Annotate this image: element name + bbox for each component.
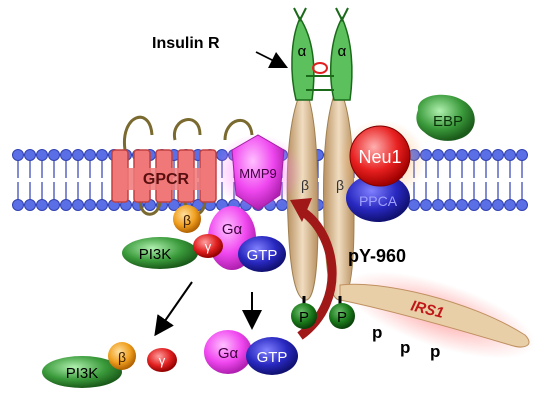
lipid-head — [96, 199, 108, 211]
lipid-head — [12, 199, 24, 211]
released-galpha-label: Gα — [218, 345, 239, 362]
lipid-head — [36, 149, 48, 161]
p-label-1: p — [372, 323, 382, 342]
released-beta-label: β — [118, 349, 126, 365]
released-gamma — [147, 348, 177, 372]
lipid-head — [72, 149, 84, 161]
neu1-label: Neu1 — [358, 147, 401, 167]
released-pi3k-complex: PI3K β γ — [42, 342, 177, 388]
lipid-head — [444, 149, 456, 161]
lipid-head — [444, 199, 456, 211]
p-label-3: p — [430, 342, 440, 361]
phospho-label-left: P — [299, 309, 309, 326]
alpha-label-right: α — [338, 43, 347, 60]
released-gtp — [246, 337, 298, 375]
ppca-protein — [346, 174, 410, 222]
lipid-head — [516, 149, 528, 161]
lipid-head — [84, 199, 96, 211]
lipid-head — [168, 199, 180, 211]
pi3k-protein — [122, 237, 198, 269]
lipid-head — [456, 149, 468, 161]
py960-label: pY-960 — [348, 246, 406, 266]
neu1-complex: PPCA Neu1 EBP — [338, 94, 475, 222]
lipid-head — [468, 149, 480, 161]
beta-subunit — [173, 205, 201, 233]
gtp-protein — [238, 236, 286, 272]
lipid-head — [48, 199, 60, 211]
lipid-head — [408, 199, 420, 211]
lipid-head — [24, 199, 36, 211]
released-gamma-label: γ — [159, 353, 166, 368]
beta-label-right: β — [336, 177, 344, 193]
gpcr-receptor: GPCR — [111, 149, 217, 203]
released-beta — [108, 342, 136, 370]
lipid-head — [432, 199, 444, 211]
p-label-2: p — [400, 338, 410, 357]
phospho-ball-right — [329, 303, 355, 329]
lipid-head — [480, 149, 492, 161]
lipid-head — [420, 199, 432, 211]
lipid-head — [432, 149, 444, 161]
lipid-head — [492, 199, 504, 211]
gamma-subunit-label: γ — [205, 239, 212, 254]
lipid-head — [492, 149, 504, 161]
lipid-head — [504, 199, 516, 211]
insulin-pointer-arrow — [255, 51, 289, 69]
g-alpha-label: Gα — [222, 221, 243, 238]
ppca-label: PPCA — [359, 193, 398, 209]
released-pi3k — [42, 356, 122, 388]
mmp9-label: MMP9 — [239, 166, 277, 181]
lipid-head — [516, 199, 528, 211]
neu1-protein — [349, 125, 411, 187]
lipid-head — [36, 199, 48, 211]
released-pi3k-label: PI3K — [66, 365, 99, 382]
released-galpha-gtp: Gα GTP — [204, 330, 298, 375]
beta-label-left: β — [301, 177, 309, 193]
irs1-protein: IRS1 — [339, 271, 536, 359]
gtp-label: GTP — [247, 247, 278, 264]
lipid-head — [504, 149, 516, 161]
gpcr-label: GPCR — [143, 171, 190, 188]
lipid-head — [468, 199, 480, 211]
phospho-label-right: P — [337, 309, 347, 326]
lipid-head — [96, 149, 108, 161]
ebp-protein — [416, 94, 475, 141]
pi3k-label: PI3K — [139, 246, 172, 263]
gamma-subunit — [193, 234, 223, 258]
phospho-sites: P P — [291, 296, 355, 329]
gpcr-loops — [122, 115, 254, 216]
pi3k-release-arrow — [154, 281, 193, 337]
g-protein-cluster: Gα GTP β PI3K γ — [122, 205, 286, 272]
insulin-receptor-label: Insulin R — [152, 35, 220, 52]
mmp9-protein: MMP9 — [214, 134, 302, 211]
beta-subunit-label: β — [183, 212, 191, 228]
lipid-head — [12, 149, 24, 161]
lipid-head — [456, 199, 468, 211]
lipid-head — [24, 149, 36, 161]
released-gtp-label: GTP — [257, 349, 288, 366]
lipid-head — [84, 149, 96, 161]
lipid-head — [480, 199, 492, 211]
lipid-head — [72, 199, 84, 211]
alpha-label-left: α — [298, 43, 307, 60]
phospho-ball-left — [291, 303, 317, 329]
lipid-head — [48, 149, 60, 161]
lipid-head — [60, 149, 72, 161]
ebp-label: EBP — [433, 113, 463, 130]
lipid-head — [60, 199, 72, 211]
released-galpha — [204, 330, 252, 374]
